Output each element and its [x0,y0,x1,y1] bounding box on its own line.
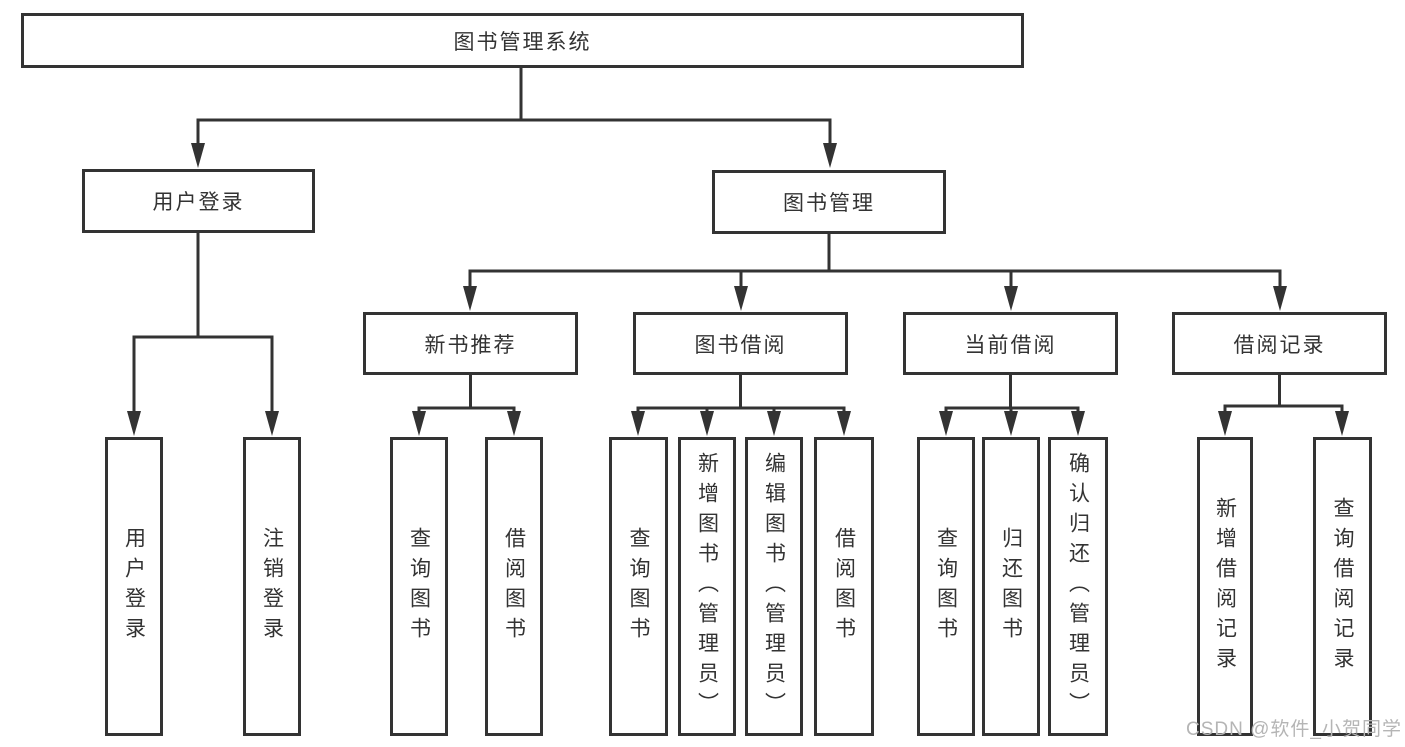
node-book-management: 图书管理 [712,170,946,234]
leaf-borrow-borrow-book-label: 借阅图书 [832,526,856,647]
leaf-borrow-query-book: 查询图书 [609,437,668,736]
node-borrowing-records: 借阅记录 [1172,312,1387,375]
leaf-current-confirm-return-admin: 确认归还（管理员） [1048,437,1108,736]
leaf-user-login-label: 用户登录 [122,526,146,647]
node-root-system: 图书管理系统 [21,13,1024,68]
leaf-recommend-borrow-book: 借阅图书 [485,437,543,736]
leaf-records-add-record-label: 新增借阅记录 [1213,496,1237,677]
node-current-borrowing: 当前借阅 [903,312,1118,375]
node-book-borrowing: 图书借阅 [633,312,848,375]
leaf-borrow-add-book-admin: 新增图书（管理员） [678,437,736,736]
leaf-current-confirm-return-admin-label: 确认归还（管理员） [1066,451,1090,722]
leaf-current-return-book-label: 归还图书 [999,526,1023,647]
leaf-records-add-record: 新增借阅记录 [1197,437,1253,736]
leaf-borrow-edit-book-admin-label: 编辑图书（管理员） [762,451,786,722]
leaf-recommend-query-book-label: 查询图书 [407,526,431,647]
csdn-watermark: CSDN @软件_小贺同学 [1186,719,1402,740]
arrowhead-icons [127,143,1349,436]
leaf-current-query-book-label: 查询图书 [934,526,958,647]
leaf-borrow-add-book-admin-label: 新增图书（管理员） [695,451,719,722]
leaf-user-login: 用户登录 [105,437,163,736]
node-user-login: 用户登录 [82,169,315,233]
leaf-borrow-query-book-label: 查询图书 [627,526,651,647]
leaf-logout-label: 注销登录 [260,526,284,647]
leaf-recommend-borrow-book-label: 借阅图书 [502,526,526,647]
leaf-records-query-record: 查询借阅记录 [1313,437,1372,736]
leaf-borrow-edit-book-admin: 编辑图书（管理员） [745,437,803,736]
leaf-records-query-record-label: 查询借阅记录 [1331,496,1355,677]
node-new-book-recommendation: 新书推荐 [363,312,578,375]
leaf-current-query-book: 查询图书 [917,437,975,736]
leaf-current-return-book: 归还图书 [982,437,1040,736]
leaf-borrow-borrow-book: 借阅图书 [814,437,874,736]
leaf-recommend-query-book: 查询图书 [390,437,448,736]
leaf-logout: 注销登录 [243,437,301,736]
